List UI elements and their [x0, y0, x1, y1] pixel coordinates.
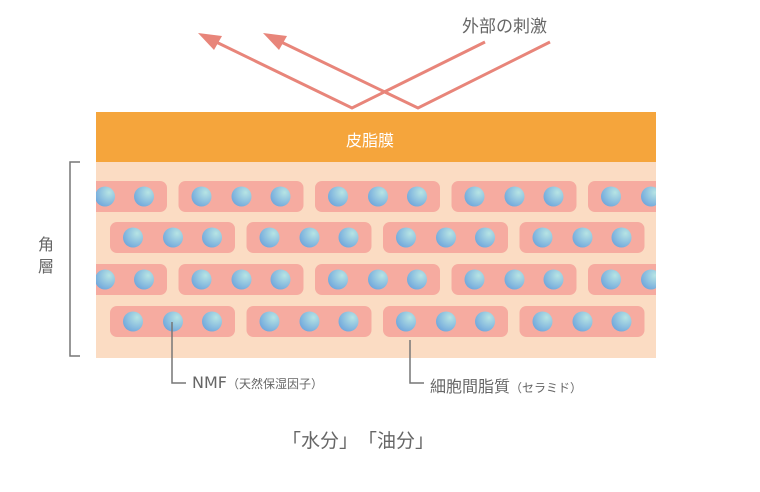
stimulus-arrows	[211, 38, 551, 110]
nmf-dot	[191, 269, 212, 290]
nmf-dot	[641, 186, 656, 207]
nmf-dot	[299, 311, 320, 332]
nmf-dot	[338, 311, 359, 332]
nmf-dot	[191, 186, 212, 207]
nmf-dot	[328, 269, 348, 290]
nmf-dot	[641, 269, 656, 290]
nmf-dot	[270, 269, 291, 290]
nmf-dot	[464, 186, 485, 207]
nmf-dot	[543, 269, 564, 290]
nmf-dot	[134, 186, 154, 207]
nmf-dot	[464, 269, 485, 290]
nmf-dot	[669, 228, 689, 248]
nmf-dot	[475, 227, 495, 248]
nmf-dot	[572, 311, 593, 332]
nmf-dot	[407, 186, 427, 207]
lipid-label: 細胞間脂質（セラミド）	[430, 377, 583, 396]
nmf-dot	[259, 227, 280, 248]
nmf-dot	[396, 227, 416, 248]
nmf-dot	[475, 311, 495, 332]
nmf-dot	[299, 227, 320, 248]
lipid-leader-line	[409, 340, 424, 384]
nmf-dot	[123, 227, 143, 248]
nmf-dot	[601, 269, 621, 290]
nmf-dot	[55, 187, 75, 207]
nmf-dot	[669, 312, 689, 332]
nmf-dot	[163, 227, 183, 248]
nmf-dot	[504, 186, 525, 207]
nmf-dot	[231, 186, 252, 207]
nmf-dot	[611, 311, 632, 332]
nmf-dot	[709, 228, 729, 248]
cell-block	[656, 222, 760, 253]
nmf-dot	[396, 311, 416, 332]
nmf-dot	[436, 311, 456, 332]
nmf-dot	[96, 269, 115, 290]
bottom-caption: 「水分」 「油分」	[282, 430, 435, 452]
nmf-dot	[368, 269, 388, 290]
nmf-dot	[601, 186, 621, 207]
arrow-2	[276, 38, 551, 110]
nmf-dot	[368, 186, 388, 207]
cell-block	[656, 306, 760, 337]
nmf-dot	[611, 227, 632, 248]
nmf-dot	[338, 227, 359, 248]
nmf-dot	[163, 311, 183, 332]
nmf-dot	[572, 227, 593, 248]
nmf-dot	[680, 187, 700, 207]
stratum-bracket	[69, 161, 80, 357]
nmf-dot	[532, 227, 553, 248]
nmf-dot	[96, 186, 115, 207]
nmf-dot	[680, 270, 700, 290]
arrowhead-2	[263, 33, 287, 50]
nmf-dot	[270, 186, 291, 207]
nmf-dot	[202, 311, 222, 332]
nmf-dot	[328, 186, 348, 207]
nmf-label: NMF（天然保湿因子）	[192, 373, 323, 392]
nmf-dot	[231, 269, 252, 290]
nmf-dot	[748, 228, 760, 248]
nmf-dot	[532, 311, 553, 332]
nmf-dot	[134, 269, 154, 290]
nmf-dot	[123, 311, 143, 332]
nmf-dot	[543, 186, 564, 207]
nmf-dot	[436, 227, 456, 248]
nmf-leader-line	[171, 322, 186, 384]
sebum-layer-label: 皮脂膜	[346, 131, 395, 150]
nmf-dot	[504, 269, 525, 290]
sebum-layer	[96, 112, 656, 162]
stratum-corneum-label: 角層	[38, 235, 55, 276]
external-stimulus-label: 外部の刺激	[462, 17, 547, 37]
nmf-dot	[407, 269, 427, 290]
nmf-dot	[55, 270, 75, 290]
arrowhead-1	[198, 33, 222, 50]
nmf-dot	[259, 311, 280, 332]
nmf-dot	[748, 312, 760, 332]
nmf-dot	[709, 312, 729, 332]
nmf-dot	[202, 227, 222, 248]
arrow-1	[211, 38, 486, 110]
